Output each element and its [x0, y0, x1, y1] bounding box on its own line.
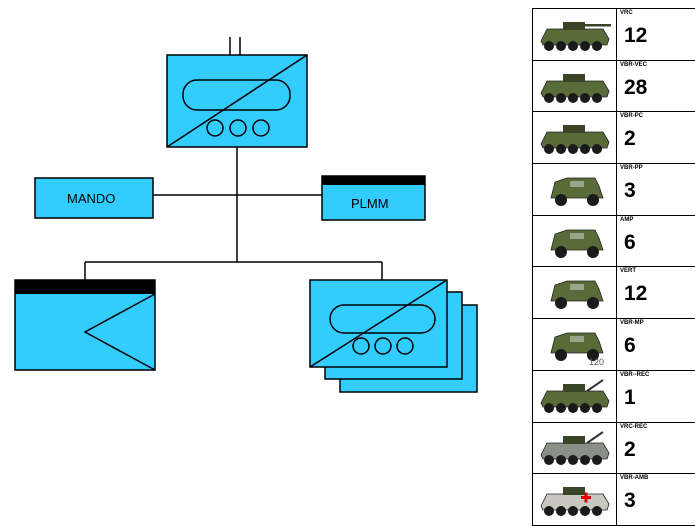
mortar-vehicle-image: 120 [533, 319, 617, 370]
roster-row: VBR-VEC 28 [533, 60, 695, 113]
armored-squadrons-symbol [309, 279, 478, 393]
mando-unit: MANDO [34, 177, 154, 219]
recovery-vehicle-image [533, 370, 617, 422]
recon-vehicle-image [533, 60, 617, 112]
vehicle-code: VBR-PC [620, 113, 644, 120]
roster-row: VERT 12 [533, 267, 695, 320]
vehicle-code: AMP [620, 216, 634, 223]
plmm-unit: PLMM [321, 175, 426, 221]
plmm-label: PLMM [351, 196, 389, 211]
vehicle-count: 3 [624, 179, 636, 203]
ambulance-vehicle-image [533, 474, 617, 525]
connector-lines [84, 37, 383, 280]
roster-row: VRC-REC 2 [533, 422, 695, 475]
vehicle-code: VRC-REC [620, 423, 648, 430]
roster-row: VBR-PC 2 [533, 112, 695, 165]
light-tactical-vehicle-image [533, 215, 617, 267]
roster-row: VRC 12 [533, 9, 695, 61]
vehicle-count: 12 [624, 282, 648, 306]
vehicle-code: VRC [620, 10, 633, 16]
wheeled-tank-image [533, 9, 617, 60]
roster-row: VBR-PP 3 [533, 164, 695, 216]
roster-row: AMP 6 [533, 215, 695, 268]
vehicle-count: 6 [624, 334, 636, 358]
light-tactical-vehicle-image [533, 267, 617, 319]
vehicle-code: VBR-VEC [620, 61, 648, 68]
mando-label: MANDO [67, 191, 115, 206]
vehicle-code: VBR-AMB [620, 475, 649, 482]
mortar-caliber-label: 120 [589, 357, 605, 368]
vehicle-code: VBR-PP [620, 165, 643, 172]
vehicle-count: 2 [624, 127, 636, 151]
vehicle-code: VBR-MP [620, 320, 644, 327]
hq-unit-symbol [166, 54, 308, 148]
vehicle-count: 6 [624, 230, 636, 254]
vehicle-code: VBR--REC [620, 371, 650, 378]
vehicle-count: 1 [624, 385, 636, 409]
support-unit-symbol [14, 279, 156, 371]
roster-row: VBR-AMB 3 [533, 474, 695, 526]
recovery-vehicle-image [533, 422, 617, 474]
vehicle-code: VERT [620, 268, 637, 275]
org-chart: MANDO PLMM [14, 37, 478, 393]
vehicle-count: 28 [624, 75, 648, 99]
vehicle-count: 12 [624, 24, 648, 47]
roster-row: 120 VBR-MP 6 [533, 319, 695, 371]
command-post-vehicle-image [533, 112, 617, 164]
light-tactical-vehicle-image [533, 164, 617, 215]
roster-row: VBR--REC 1 [533, 370, 695, 423]
vehicle-count: 3 [624, 489, 636, 513]
vehicle-count: 2 [624, 437, 636, 461]
